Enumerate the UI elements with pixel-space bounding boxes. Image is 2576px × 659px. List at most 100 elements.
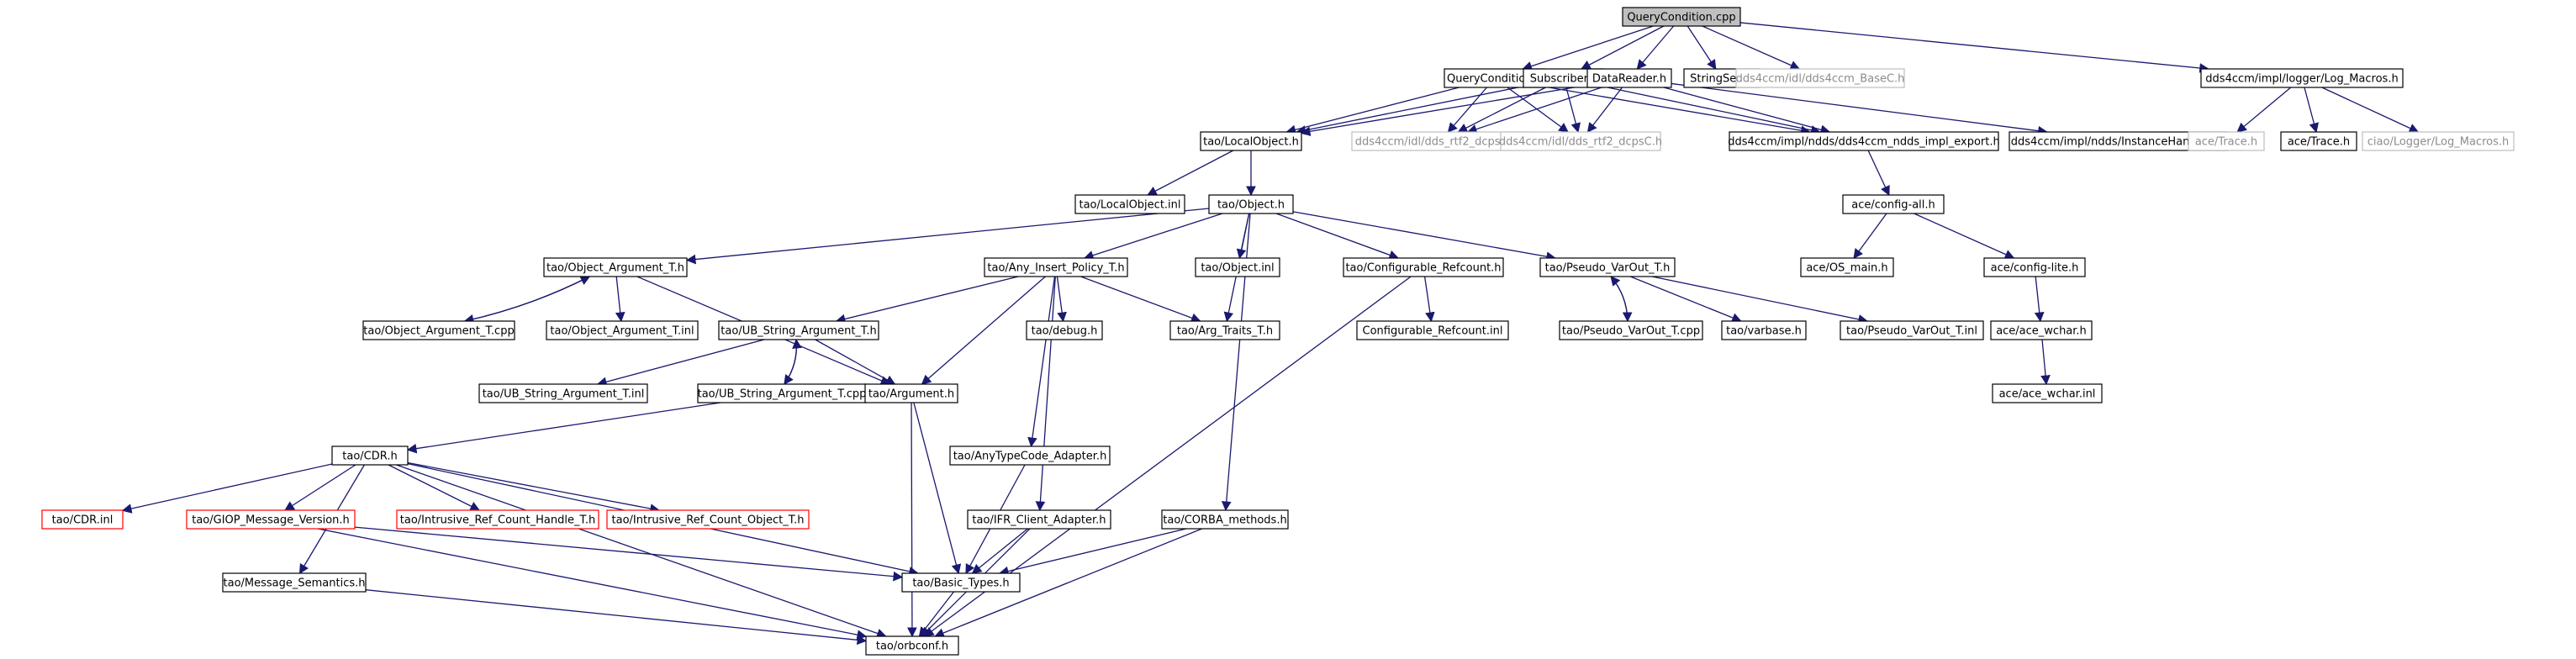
edge-objarg_cpp-to-objarg_h bbox=[464, 276, 591, 322]
node-label: tao/Pseudo_VarOut_T.cpp bbox=[1562, 325, 1700, 338]
node-box bbox=[1983, 257, 2086, 277]
node-irc_handle[interactable]: tao/Intrusive_Ref_Count_Handle_T.h bbox=[396, 509, 599, 530]
node-box bbox=[1586, 68, 1672, 88]
node-ifr[interactable]: tao/IFR_Client_Adapter.h bbox=[967, 509, 1111, 530]
node-export_h[interactable]: dds4ccm/impl/ndds/dds4ccm_ndds_impl_expo… bbox=[1728, 131, 2000, 151]
node-ciao_log[interactable]: ciao/Logger/Log_Macros.h bbox=[2362, 131, 2515, 151]
node-localobj_h[interactable]: tao/LocalObject.h bbox=[1200, 131, 1302, 151]
node-label: DataReader.h bbox=[1592, 73, 1666, 86]
node-box bbox=[1721, 320, 1807, 340]
node-qc_cpp[interactable]: QueryCondition.cpp bbox=[1622, 7, 1741, 27]
node-localobj_inl[interactable]: tao/LocalObject.inl bbox=[1074, 194, 1185, 214]
node-box bbox=[949, 445, 1111, 466]
node-pvo_inl[interactable]: tao/Pseudo_VarOut_T.inl bbox=[1840, 320, 1984, 340]
edge-pvo_h-to-pvo_cpp bbox=[1610, 276, 1633, 323]
node-ace_trace1[interactable]: ace/Trace.h bbox=[2188, 131, 2265, 151]
node-cdr_h[interactable]: tao/CDR.h bbox=[331, 445, 409, 466]
edge-object_h-to-pvo_h bbox=[1292, 211, 1556, 261]
node-box bbox=[396, 509, 599, 530]
node-giop[interactable]: tao/GIOP_Message_Version.h bbox=[186, 509, 356, 530]
edge-qc_h-to-localobj_h bbox=[1285, 87, 1460, 135]
node-object_h[interactable]: tao/Object.h bbox=[1208, 194, 1294, 214]
node-ubstr_cpp[interactable]: tao/UB_String_Argument_T.cpp bbox=[697, 383, 867, 403]
edge-object_h-to-anyins_h bbox=[1083, 213, 1223, 261]
edge-msgsem-to-orbconf bbox=[365, 589, 868, 646]
node-objarg_cpp[interactable]: tao/Object_Argument_T.cpp bbox=[362, 320, 515, 340]
node-ace_trace2[interactable]: ace/Trace.h bbox=[2280, 131, 2357, 151]
node-label: tao/Object.h bbox=[1217, 199, 1285, 212]
edges-layer bbox=[121, 22, 2420, 646]
node-dr_h[interactable]: DataReader.h bbox=[1586, 68, 1672, 88]
edge-ubstr_cpp-to-cdr_h bbox=[406, 402, 721, 454]
node-label: tao/AnyTypeCode_Adapter.h bbox=[953, 451, 1107, 463]
node-label: tao/Object_Argument_T.cpp bbox=[363, 325, 514, 338]
edge-ifr-to-basic_types bbox=[971, 528, 1028, 574]
node-object_inl[interactable]: tao/Object.inl bbox=[1195, 257, 1280, 277]
node-cdr_inl[interactable]: tao/CDR.inl bbox=[41, 509, 124, 530]
node-label: tao/CORBA_methods.h bbox=[1163, 514, 1286, 527]
node-pvo_h[interactable]: tao/Pseudo_VarOut_T.h bbox=[1539, 257, 1676, 277]
edge-cdr_h-to-cdr_inl bbox=[121, 463, 333, 514]
node-label: ace/Trace.h bbox=[2195, 136, 2257, 149]
node-argtraits[interactable]: tao/Arg_Traits_T.h bbox=[1169, 320, 1280, 340]
node-config_all[interactable]: ace/config-all.h bbox=[1842, 194, 1945, 214]
node-insthandle[interactable]: dds4ccm/impl/ndds/InstanceHandle_t.h bbox=[2009, 131, 2229, 151]
node-label: tao/Configurable_Refcount.h bbox=[1345, 262, 1501, 275]
node-ubstr_h[interactable]: tao/UB_String_Argument_T.h bbox=[718, 320, 879, 340]
edge-dr_h-to-export_h bbox=[1663, 87, 1831, 134]
edge-qc_h-to-export_h bbox=[1544, 86, 1811, 135]
node-logmacros[interactable]: dds4ccm/impl/logger/Log_Macros.h bbox=[2200, 68, 2404, 88]
edge-objarg_h-to-objarg_inl bbox=[615, 276, 626, 323]
node-box bbox=[546, 320, 699, 340]
node-pvo_cpp[interactable]: tao/Pseudo_VarOut_T.cpp bbox=[1559, 320, 1703, 340]
node-irc_object[interactable]: tao/Intrusive_Ref_Count_Object_T.h bbox=[606, 509, 810, 530]
node-objarg_inl[interactable]: tao/Object_Argument_T.inl bbox=[546, 320, 699, 340]
edge-basic_types-to-orbconf bbox=[918, 591, 955, 637]
node-box bbox=[1729, 131, 1999, 151]
node-box bbox=[1026, 320, 1103, 340]
edge-pvo_h-to-varbase bbox=[1630, 276, 1742, 323]
node-label: tao/LocalObject.inl bbox=[1079, 199, 1180, 212]
edge-config_all-to-config_lite bbox=[1914, 213, 2015, 260]
node-box bbox=[984, 257, 1128, 277]
node-config_lite[interactable]: ace/config-lite.h bbox=[1983, 257, 2086, 277]
node-confref_h[interactable]: tao/Configurable_Refcount.h bbox=[1343, 257, 1504, 277]
node-orbconf[interactable]: tao/orbconf.h bbox=[865, 635, 959, 656]
edge-object_h-to-objarg_h bbox=[685, 208, 1210, 265]
node-objarg_h[interactable]: tao/Object_Argument_T.h bbox=[543, 257, 688, 277]
node-label: tao/Object_Argument_T.inl bbox=[550, 325, 694, 338]
node-ace_wchar_inl[interactable]: ace/ace_wchar.inl bbox=[1992, 383, 2103, 403]
node-dcpsc[interactable]: dds4ccm/idl/dds_rtf2_dcpsC.h bbox=[1499, 131, 1662, 151]
node-label: dds4ccm/idl/dds_rtf2_dcpsEC.h bbox=[1355, 136, 1525, 149]
node-box bbox=[331, 445, 409, 466]
node-anyins_h[interactable]: tao/Any_Insert_Policy_T.h bbox=[984, 257, 1128, 277]
node-label: tao/Pseudo_VarOut_T.h bbox=[1545, 262, 1671, 275]
node-corba_m[interactable]: tao/CORBA_methods.h bbox=[1161, 509, 1289, 530]
node-ubstr_inl[interactable]: tao/UB_String_Argument_T.inl bbox=[478, 383, 648, 403]
node-dcpsec[interactable]: dds4ccm/idl/dds_rtf2_dcpsEC.h bbox=[1351, 131, 1529, 151]
edge-qc_cpp-to-logmacros bbox=[1739, 22, 2209, 73]
node-basec[interactable]: dds4ccm/idl/dds4ccm_BaseC.h bbox=[1735, 68, 1905, 88]
node-basic_types[interactable]: tao/Basic_Types.h bbox=[901, 572, 1021, 593]
node-anytc[interactable]: tao/AnyTypeCode_Adapter.h bbox=[949, 445, 1111, 466]
node-sub_h[interactable]: Subscriber.h bbox=[1523, 68, 1605, 88]
node-label: tao/Argument.h bbox=[868, 388, 954, 401]
edge-config_lite-to-ace_wchar_h bbox=[2034, 276, 2045, 323]
edge-giop-to-orbconf bbox=[317, 528, 868, 640]
node-debug_h[interactable]: tao/debug.h bbox=[1026, 320, 1103, 340]
node-os_main[interactable]: ace/OS_main.h bbox=[1800, 257, 1894, 277]
node-box bbox=[1200, 131, 1302, 151]
edge-anyins_h-to-debug_h bbox=[1056, 276, 1067, 323]
node-box bbox=[543, 257, 688, 277]
node-box bbox=[718, 320, 879, 340]
edge-dr_h-to-insthandle bbox=[1671, 82, 2048, 136]
node-label: ace/ace_wchar.inl bbox=[1999, 388, 2096, 401]
node-msgsem[interactable]: tao/Message_Semantics.h bbox=[222, 572, 367, 593]
node-varbase[interactable]: tao/varbase.h bbox=[1721, 320, 1807, 340]
node-ace_wchar_h[interactable]: ace/ace_wchar.h bbox=[1990, 320, 2093, 340]
node-label: tao/UB_String_Argument_T.h bbox=[721, 325, 876, 338]
node-confref_inl[interactable]: Configurable_Refcount.inl bbox=[1356, 320, 1509, 340]
node-label: tao/UB_String_Argument_T.cpp bbox=[698, 388, 867, 401]
node-qc_h[interactable]: QueryCondition.h bbox=[1444, 68, 1546, 88]
node-argument_h[interactable]: tao/Argument.h bbox=[864, 383, 958, 403]
